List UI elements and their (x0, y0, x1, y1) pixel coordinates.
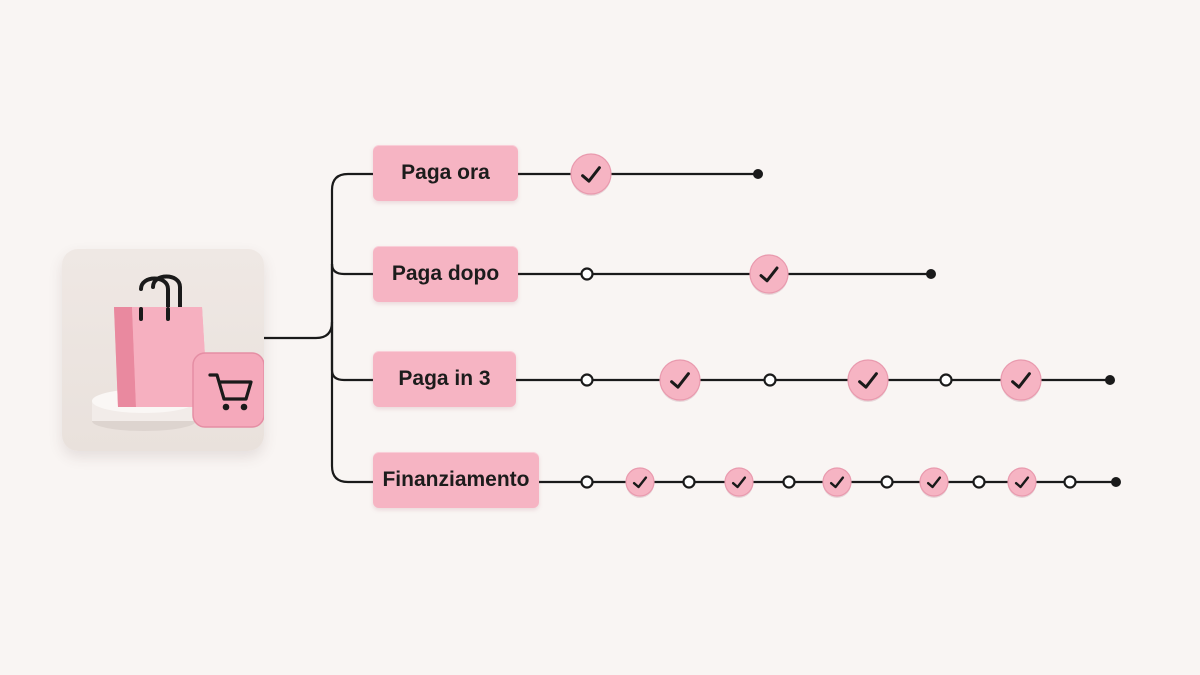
store-illustration (92, 274, 264, 431)
branch-connector-3 (330, 338, 373, 484)
open-step-marker (1063, 475, 1077, 489)
checkmark-icon (632, 476, 648, 489)
checkmark-icon (581, 166, 601, 183)
open-step-marker (580, 373, 594, 387)
checkmark-icon (670, 372, 690, 389)
checkmark-icon (759, 266, 779, 283)
check-marker (847, 359, 889, 401)
check-marker (570, 153, 612, 195)
option-label-finanziamento: Finanziamento (373, 452, 539, 508)
end-marker (926, 269, 936, 279)
check-marker (659, 359, 701, 401)
checkmark-icon (926, 476, 942, 489)
option-label-paga-in-3: Paga in 3 (373, 351, 516, 407)
branch-connector-2 (330, 369, 373, 382)
check-marker (1007, 467, 1037, 497)
open-step-marker (972, 475, 986, 489)
end-marker (1111, 477, 1121, 487)
open-step-marker (682, 475, 696, 489)
check-marker (1000, 359, 1042, 401)
checkmark-icon (731, 476, 747, 489)
checkmark-icon (1011, 372, 1031, 389)
option-label-paga-ora: Paga ora (373, 145, 518, 201)
end-marker (753, 169, 763, 179)
shopping-bag-icon (114, 274, 208, 407)
checkmark-icon (829, 476, 845, 489)
check-marker (919, 467, 949, 497)
open-step-marker (763, 373, 777, 387)
checkmark-icon (1014, 476, 1030, 489)
open-step-marker (782, 475, 796, 489)
check-marker (625, 467, 655, 497)
trunk-connector (264, 321, 334, 340)
end-marker (1105, 375, 1115, 385)
checkmark-icon (858, 372, 878, 389)
open-step-marker (880, 475, 894, 489)
open-step-marker (580, 267, 594, 281)
shopping-cart-icon (192, 352, 264, 428)
branch-connector-0 (330, 172, 373, 322)
check-marker (724, 467, 754, 497)
open-step-marker (580, 475, 594, 489)
option-label-paga-dopo: Paga dopo (373, 246, 518, 302)
check-marker (749, 254, 789, 294)
branch-connector-1 (330, 263, 373, 276)
check-marker (822, 467, 852, 497)
store-card (62, 249, 264, 451)
open-step-marker (939, 373, 953, 387)
